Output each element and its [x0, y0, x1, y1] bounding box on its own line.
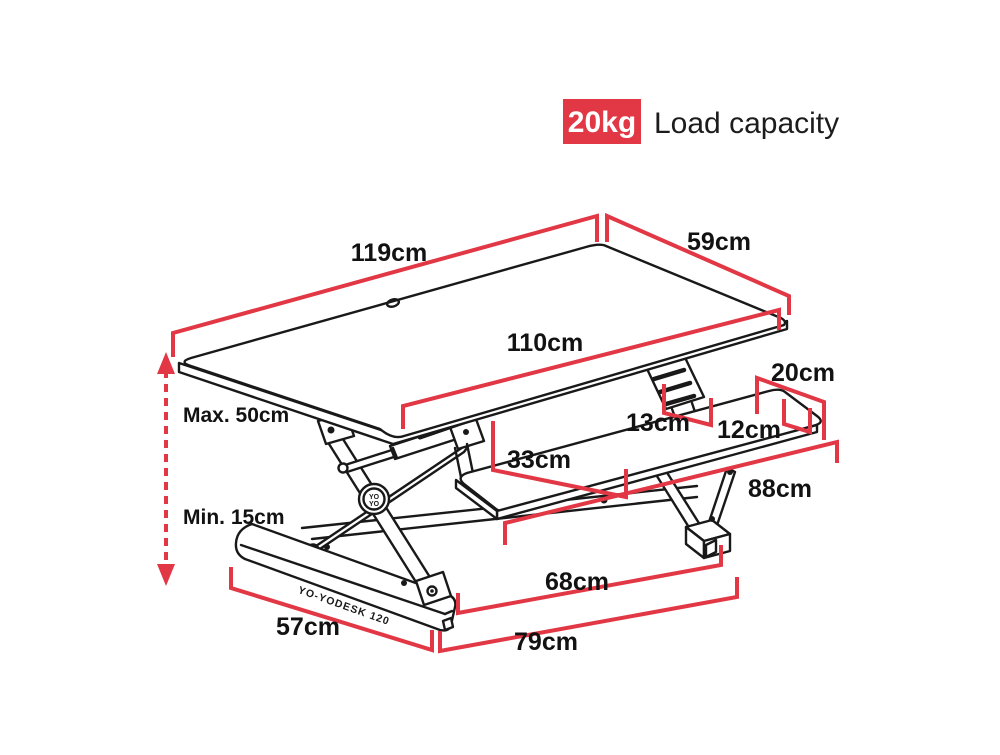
- label-tray-inset: 33cm: [507, 446, 571, 474]
- label-base-inner-span: 68cm: [545, 568, 609, 596]
- grommet-hole: [385, 298, 401, 308]
- dimension-line-57cm: [229, 567, 434, 653]
- arrowhead-up: [157, 352, 175, 374]
- base-left-foot: YO-YODESK 120: [234, 522, 457, 632]
- dimension-line-12cm: [782, 399, 812, 435]
- badge-background: [563, 99, 641, 144]
- load-capacity-badge: 20kg Load capacity: [563, 99, 839, 144]
- hub-logo-top: YO: [369, 494, 380, 501]
- dimension-line-79cm: [438, 577, 739, 654]
- dimension-line-88cm: [503, 439, 839, 545]
- label-under-desk-width: 110cm: [507, 329, 583, 357]
- label-desk-width: 119cm: [351, 239, 427, 267]
- dimension-line-68cm: [456, 545, 723, 616]
- label-riser-gap: 13cm: [626, 409, 690, 437]
- arrowhead-down: [157, 564, 175, 586]
- height-range-arrow: [157, 352, 175, 586]
- dimension-line-33cm: [491, 421, 628, 500]
- desk-surface: [183, 243, 787, 439]
- dimension-annotations: [157, 212, 839, 654]
- hub-logo-bottom: YO: [369, 501, 380, 508]
- badge-value: 20kg: [568, 106, 636, 139]
- label-max-height: Max. 50cm: [183, 404, 289, 427]
- scissor-hub: YO YO: [357, 482, 391, 516]
- label-base-width: 79cm: [514, 628, 578, 656]
- label-desk-depth: 59cm: [687, 228, 751, 256]
- label-tray-width: 88cm: [748, 475, 812, 503]
- label-tray-wing-depth: 20cm: [771, 359, 835, 387]
- dimension-labels: 119cm 59cm 110cm Max. 50cm Min. 15cm 33c…: [183, 228, 835, 656]
- desk-top: [177, 243, 789, 446]
- dimension-line-59cm: [605, 212, 791, 315]
- label-min-height: Min. 15cm: [183, 506, 285, 529]
- label-tray-edge-gap: 12cm: [717, 416, 781, 444]
- dimension-line-20cm: [755, 375, 826, 440]
- label-base-depth: 57cm: [276, 613, 340, 641]
- dimension-line-13cm: [662, 384, 713, 428]
- dimension-line-110cm: [401, 307, 781, 429]
- badge-label: Load capacity: [654, 107, 839, 140]
- dimension-line-119cm: [171, 213, 599, 357]
